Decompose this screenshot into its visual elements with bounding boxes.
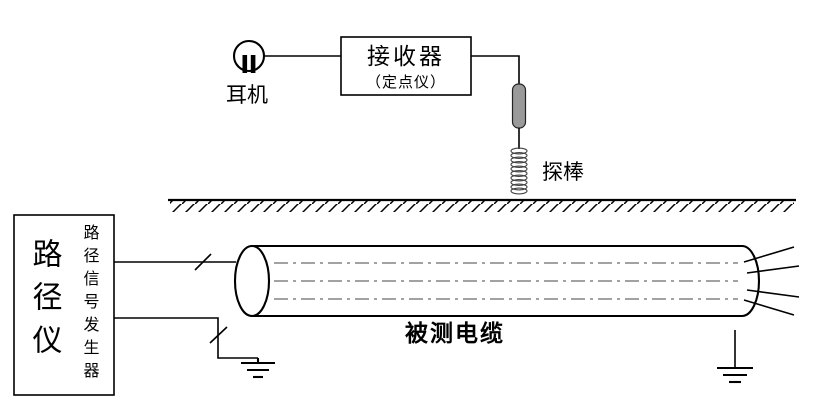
cable-frayed-wires: [743, 246, 800, 316]
probe-rod: [511, 83, 527, 129]
cable-body: [233, 244, 761, 318]
arrow-tick-bottom: [209, 326, 228, 344]
ground-surface: [168, 198, 796, 212]
cable-label: 被测电缆: [405, 320, 505, 346]
earphone-label: 耳机: [226, 83, 268, 107]
wire-generator-ground: [114, 317, 258, 359]
receiver-sub-label: （定点仪）: [366, 74, 446, 91]
wire-receiver-probe: [471, 55, 520, 84]
receiver-box: [340, 36, 472, 96]
arrow-tick-top: [194, 253, 212, 271]
path-instrument-box: [13, 214, 115, 396]
signal-generator-label: 路径信号发生器: [81, 224, 100, 385]
probe-label: 探棒: [542, 160, 584, 184]
path-instrument-label: 路径仪: [28, 238, 63, 367]
probe-coil: [510, 147, 528, 195]
ground-symbol-right: [717, 330, 753, 384]
receiver-label: 接收器: [367, 44, 445, 69]
ground-symbol-left: [241, 358, 275, 379]
earphone-icon: [232, 39, 266, 73]
